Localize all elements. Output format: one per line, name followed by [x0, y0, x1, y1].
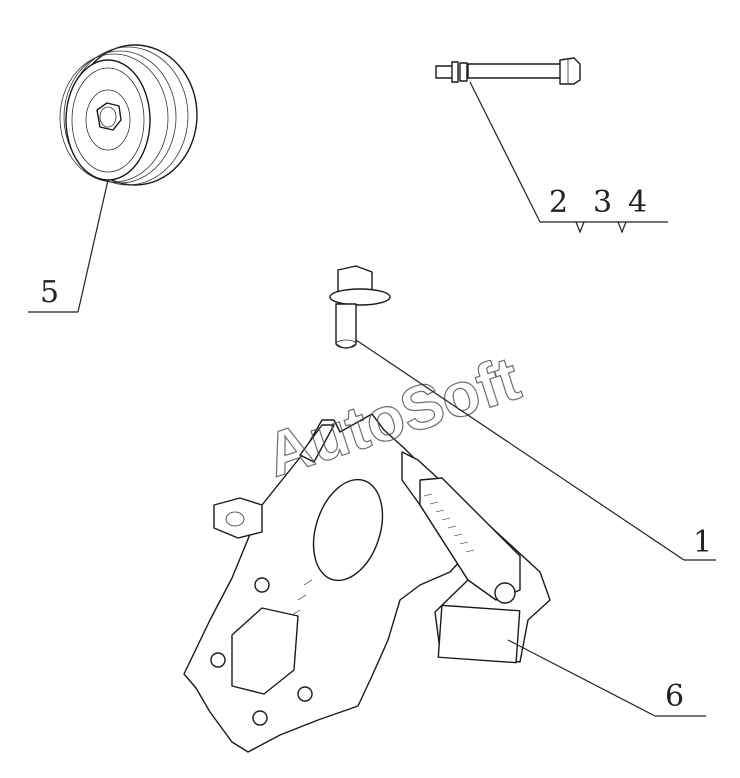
callout-label-2: 2	[549, 185, 568, 220]
callout-label-1: 1	[693, 525, 712, 560]
callout-label-3: 3	[593, 185, 612, 220]
bolt-washer-part-2-3-4	[435, 57, 581, 85]
bracket-edge-hatching	[291, 493, 475, 616]
callout-5: 5	[28, 179, 109, 313]
bracket-part-6	[183, 413, 551, 753]
callout-2-3-4: 2 3 4	[469, 81, 668, 234]
callout-label-5: 5	[40, 275, 59, 310]
callout-1: 1	[355, 339, 716, 561]
flange-bolt-part-1	[329, 265, 391, 349]
callout-6: 6	[507, 639, 706, 717]
callout-label-6: 6	[665, 679, 684, 714]
pulley-part-5	[59, 44, 198, 186]
callout-label-4: 4	[628, 185, 647, 220]
